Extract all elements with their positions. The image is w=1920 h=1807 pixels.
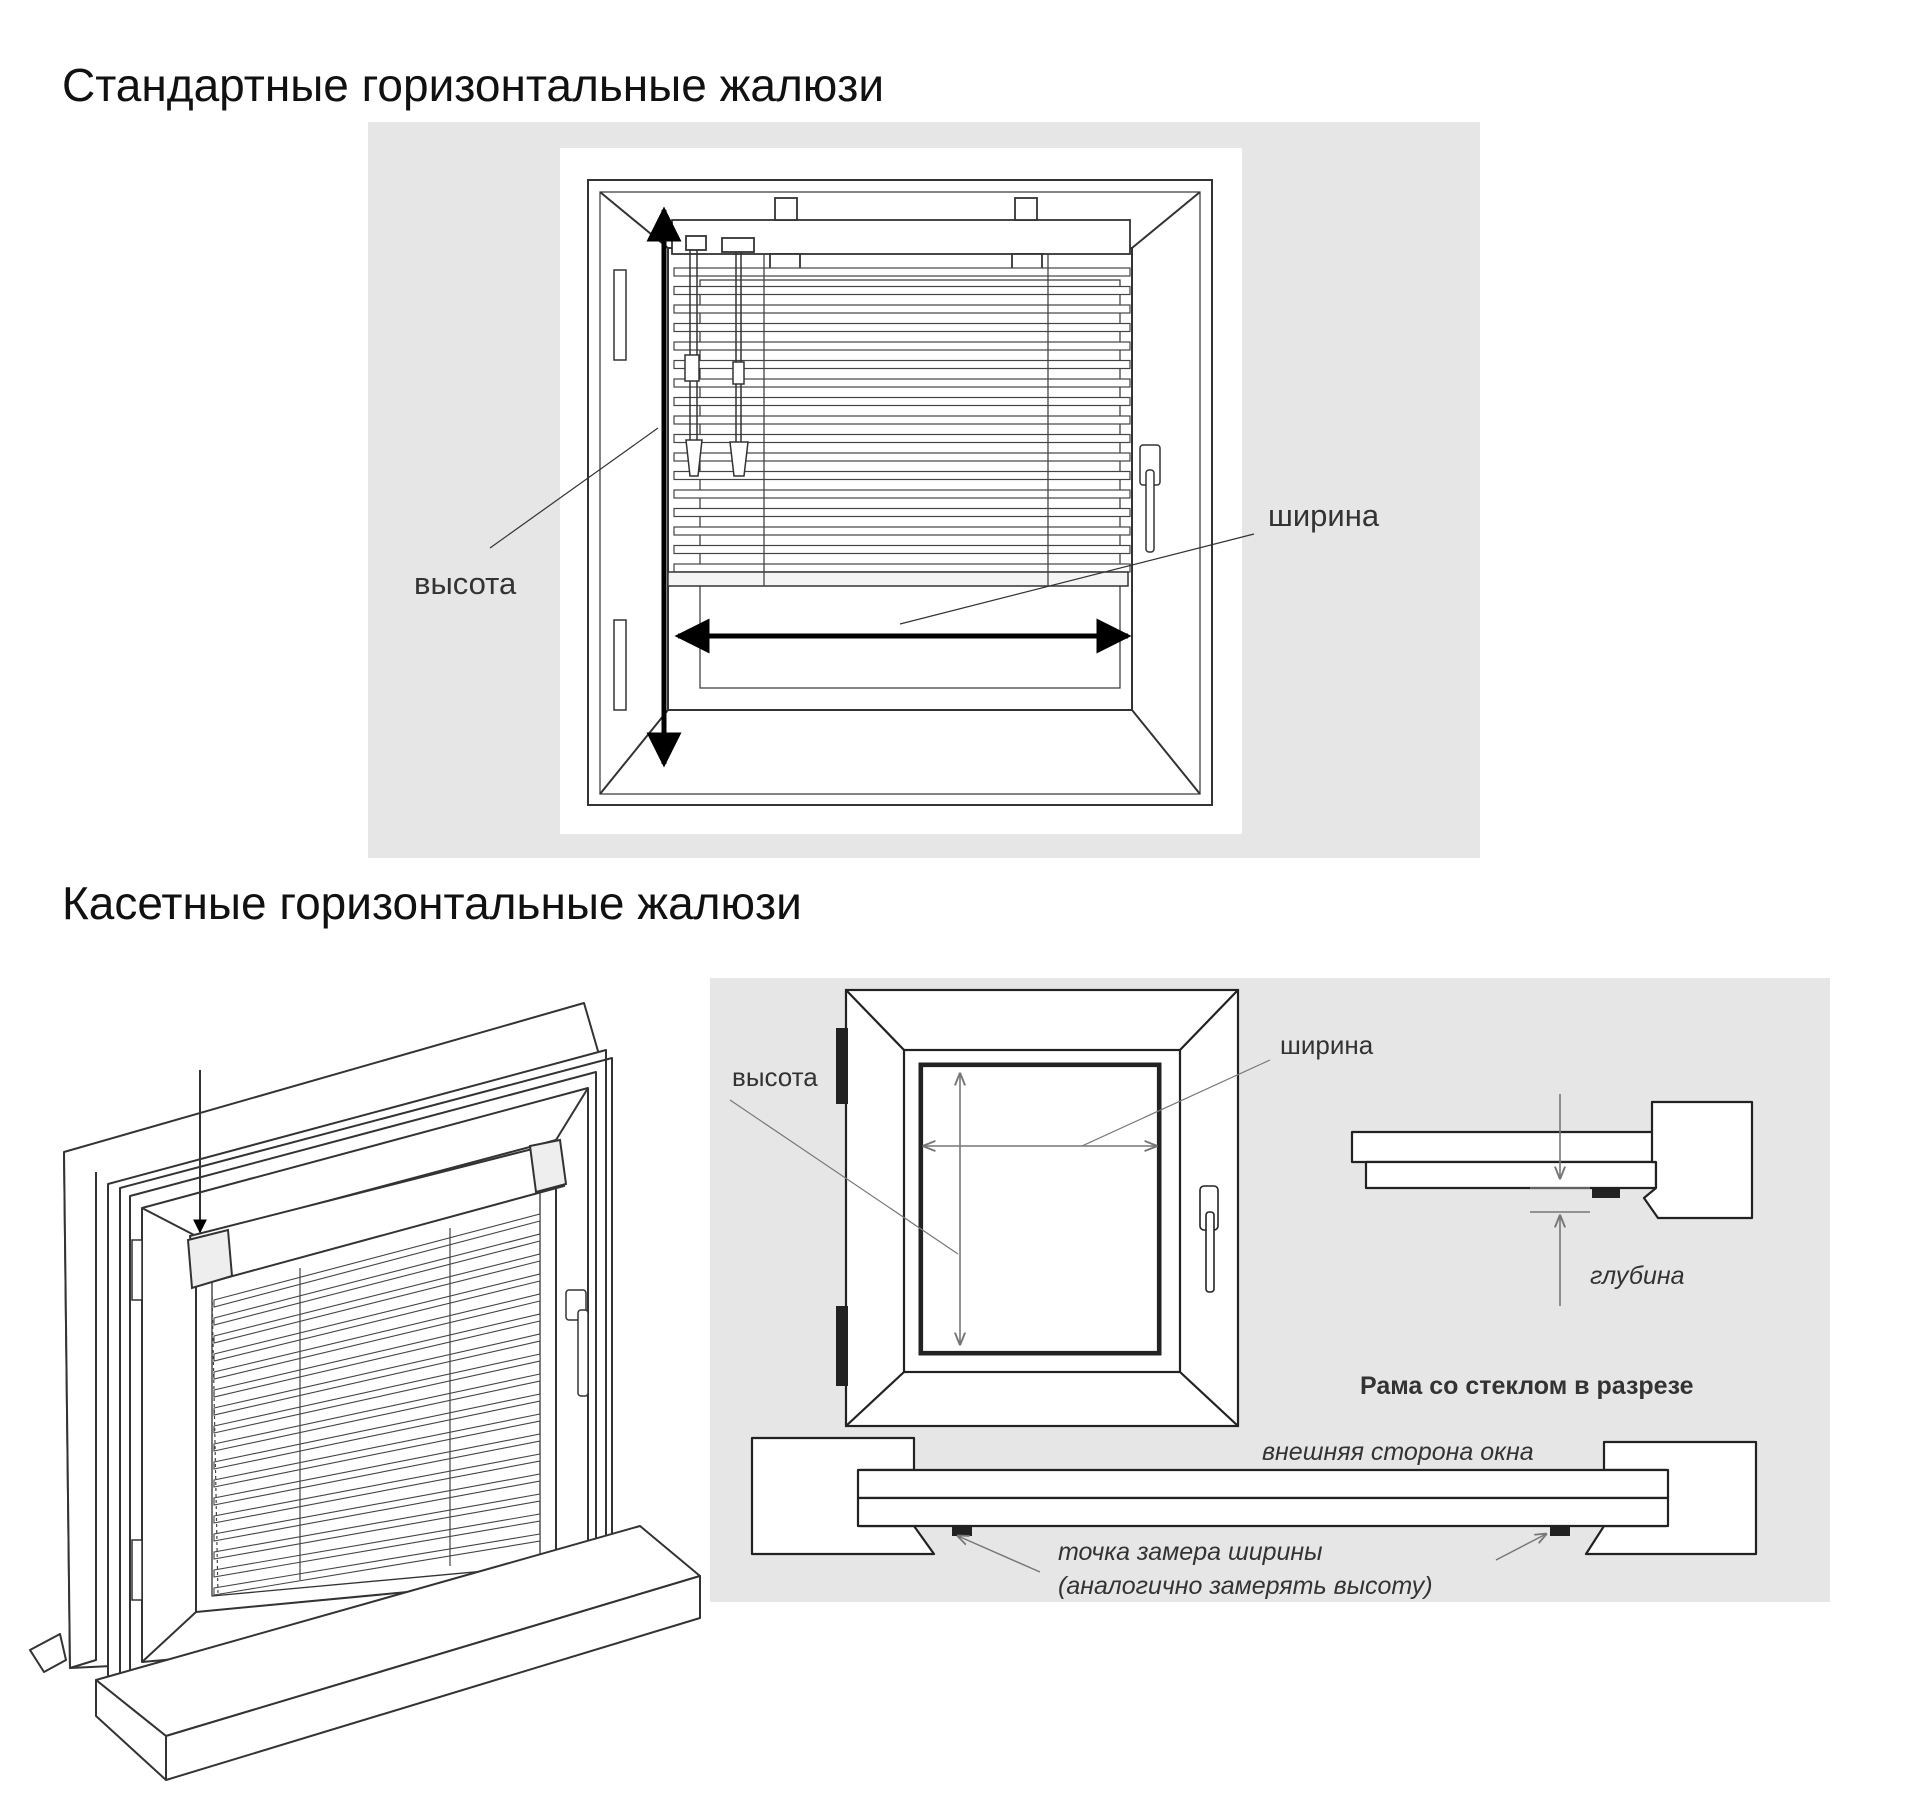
outer-side-label: внешняя сторона окна (1262, 1438, 1534, 1466)
window-handle-icon (1199, 1185, 1219, 1293)
window-handle-icon (1139, 444, 1161, 553)
hinge-icon (836, 1306, 848, 1386)
cassette-box (186, 1138, 568, 1290)
hinge-icon (131, 1239, 143, 1601)
cassette-slat (213, 1253, 541, 1344)
cassette-slat (213, 1533, 541, 1596)
window-handle-icon (565, 1289, 589, 1397)
cassette-slat (213, 1473, 541, 1542)
depth-label: глубина (1590, 1262, 1685, 1290)
cassette-slat (213, 1413, 541, 1488)
front-window-view (844, 988, 1240, 1428)
cassette-slat (213, 1273, 541, 1362)
frame-cross-section (750, 1436, 1758, 1556)
section-title-cassette: Касетные горизонтальные жалюзи (62, 877, 802, 929)
section-caption: Рама со стеклом в разрезе (1360, 1372, 1694, 1400)
cassette-slat (213, 1373, 541, 1452)
cassette-slat (213, 1453, 541, 1524)
cassette-slats (213, 1213, 541, 1596)
cassette-slat (213, 1493, 541, 1560)
window-sill (29, 1525, 701, 1781)
cassette-slat (213, 1513, 541, 1578)
cassette-slat (213, 1233, 541, 1326)
depth-section (1350, 1100, 1754, 1220)
pull-cord (684, 250, 749, 477)
measure-point-line1: точка замера ширины (1058, 1538, 1323, 1566)
hinge-icon (613, 269, 627, 711)
cassette-height-label: высота (732, 1062, 818, 1092)
measure-point-line2: (аналогично замерять высоту) (1058, 1572, 1433, 1600)
cassette-slat (213, 1393, 541, 1470)
standard-height-label: высота (414, 566, 517, 601)
section-title-standard: Стандартные горизонтальные жалюзи (62, 59, 885, 111)
standard-width-label: ширина (1268, 498, 1380, 533)
cassette-slat (213, 1213, 541, 1308)
cassette-width-label: ширина (1280, 1030, 1374, 1060)
hinge-icon (836, 1028, 848, 1104)
cassette-slat (213, 1433, 541, 1506)
cassette-slat (213, 1353, 541, 1434)
